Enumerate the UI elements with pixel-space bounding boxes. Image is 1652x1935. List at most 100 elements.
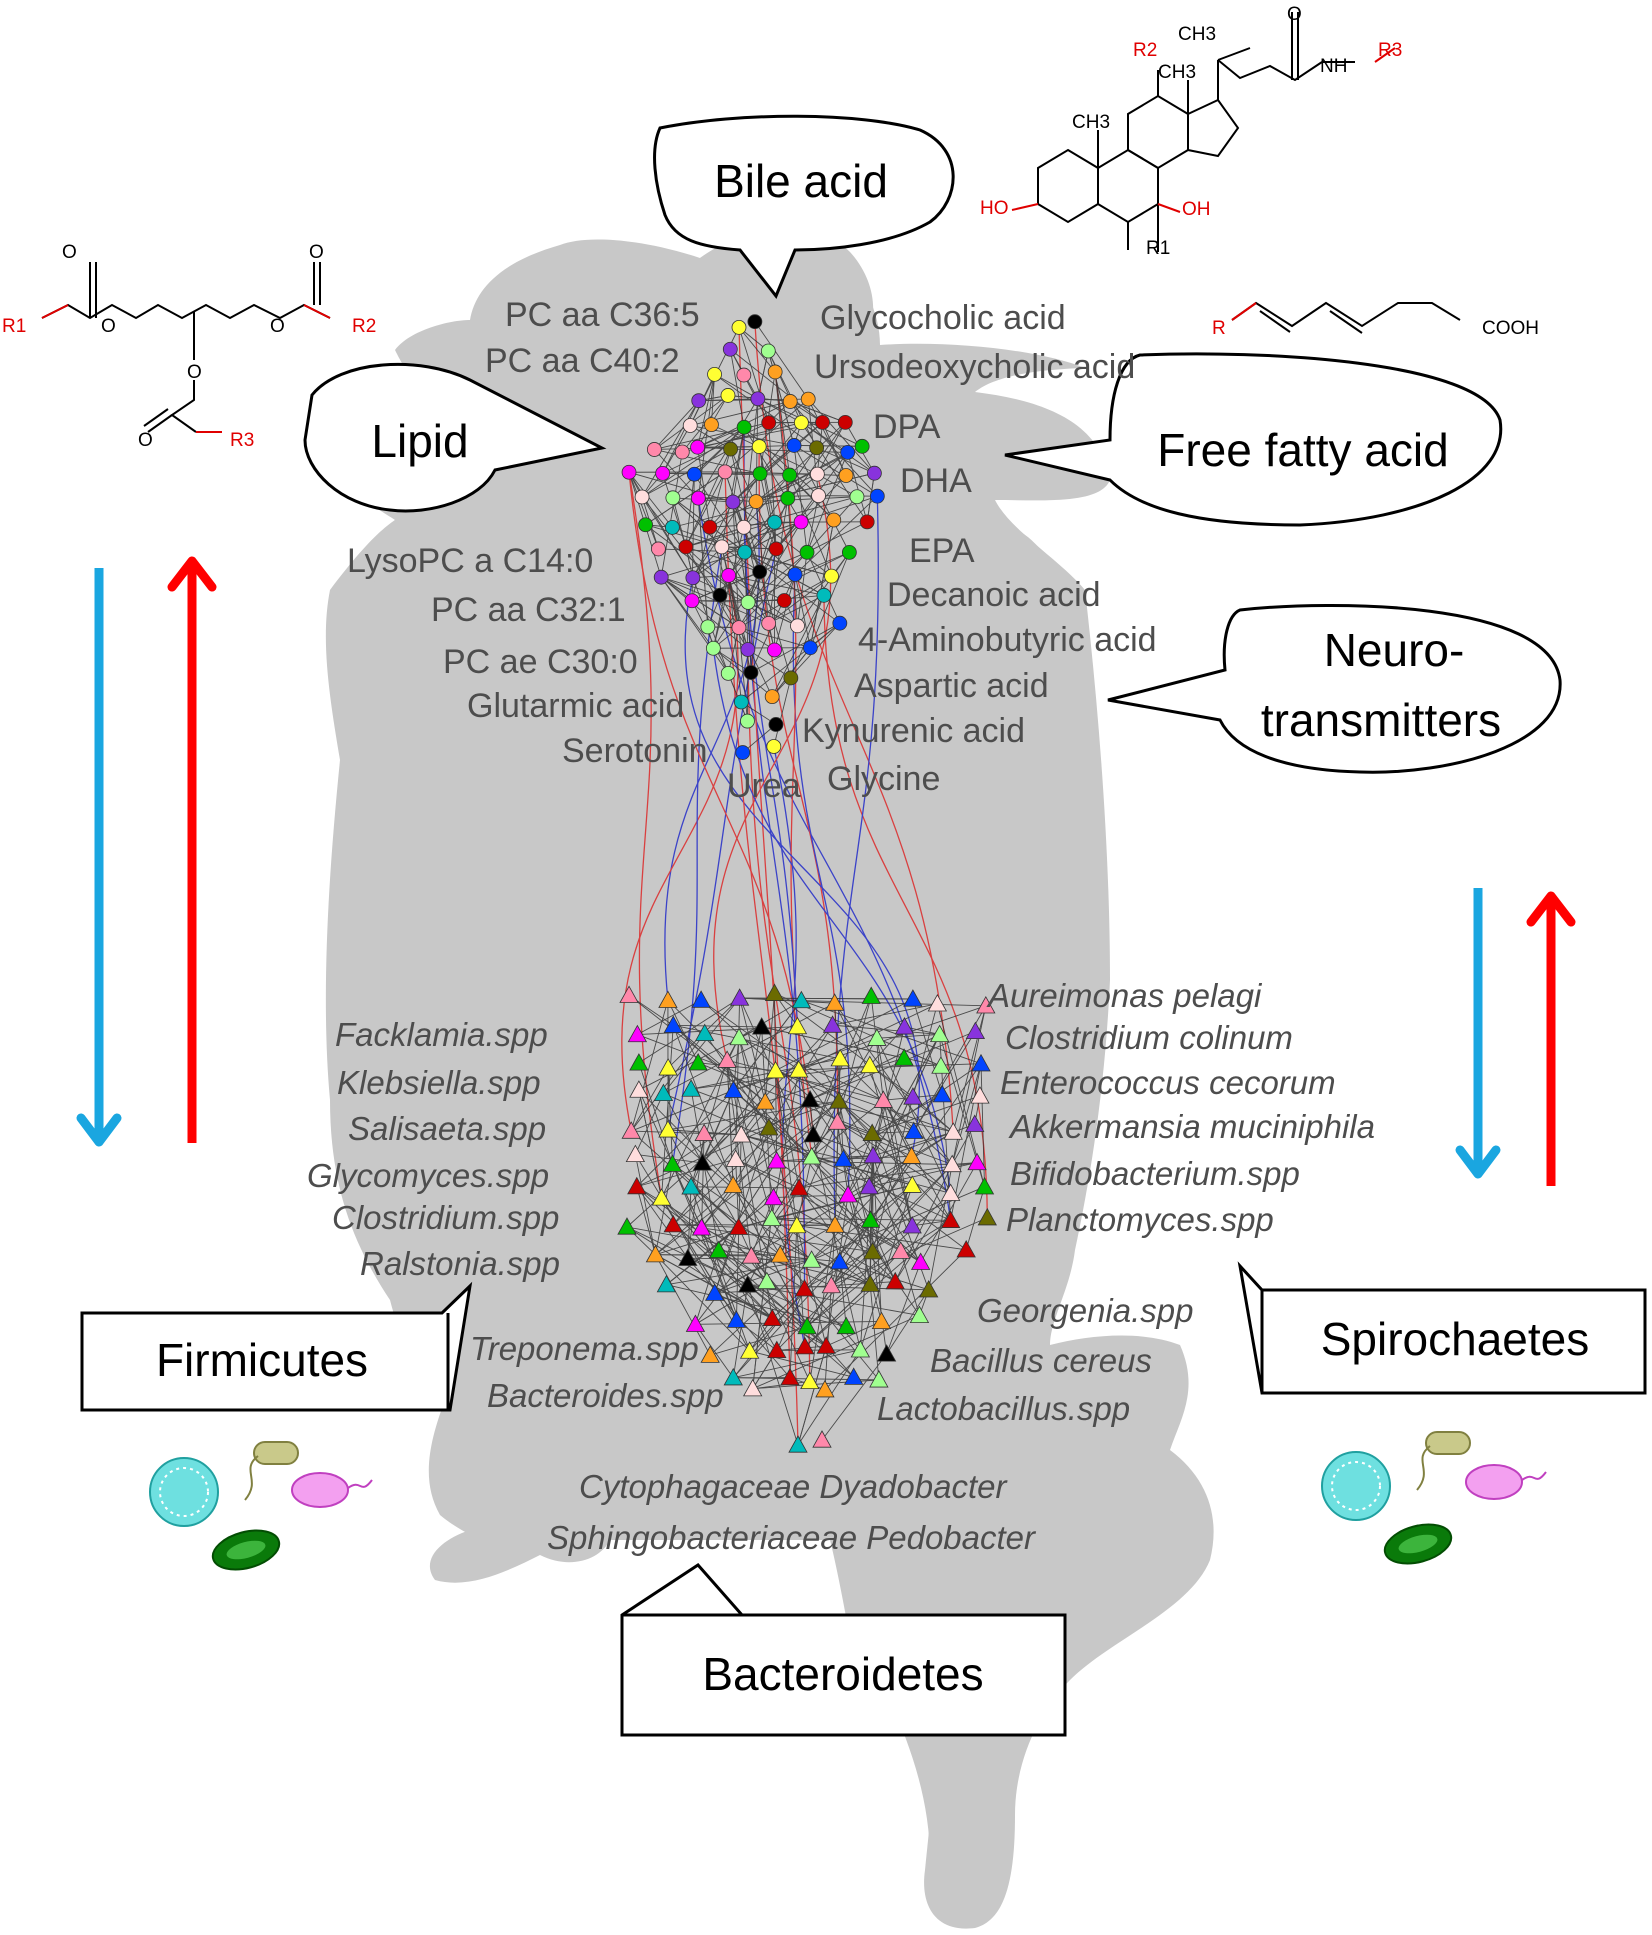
metabolite-node [704, 418, 718, 432]
metabolite-node [765, 690, 779, 704]
tg-o-2: O [309, 242, 324, 263]
metabolite-node [737, 520, 751, 534]
fatty-acid-structure-labels: R COOH [1212, 318, 1539, 339]
spirochaetes-up-arrow [1531, 896, 1571, 1186]
tg-r3: R3 [230, 430, 254, 451]
label-glycomyces: Glycomyces.spp [307, 1157, 549, 1194]
neurotransmitters-label-line1: Neuro- [1324, 624, 1465, 676]
label-clostridium: Clostridium.spp [332, 1199, 559, 1236]
label-bacteroides: Bacteroides.spp [487, 1377, 724, 1414]
label-ursodeoxycholic-acid: Ursodeoxycholic acid [814, 348, 1135, 386]
metabolite-node [736, 746, 750, 760]
metabolite-node [790, 619, 804, 633]
metabolite-node [841, 445, 855, 459]
metabolite-node [726, 495, 740, 509]
label-planctomyces: Planctomyces.spp [1006, 1201, 1274, 1238]
virus-icon [1322, 1452, 1390, 1520]
metabolite-node [753, 565, 767, 579]
metabolite-node [635, 490, 649, 504]
triglyceride-structure [42, 262, 330, 432]
metabolite-node [842, 545, 856, 559]
label-epa: EPA [909, 532, 975, 570]
ba-oh: OH [1182, 199, 1211, 220]
metabolite-node [855, 439, 869, 453]
metabolite-node [801, 392, 815, 406]
firmicutes-down-arrow [81, 568, 117, 1142]
label-glycocholic-acid: Glycocholic acid [820, 299, 1066, 337]
spirochaetes-callout: Spirochaetes [1240, 1266, 1645, 1393]
metabolite-node [870, 489, 884, 503]
microbe-icons-right [1322, 1432, 1546, 1570]
metabolite-node [732, 320, 746, 334]
metabolite-node [748, 315, 762, 329]
label-lysopc-a-c14-0: LysoPC a C14:0 [347, 542, 593, 580]
metabolite-node [737, 420, 751, 434]
metabolite-node [860, 515, 874, 529]
free-fatty-acid-label: Free fatty acid [1157, 424, 1448, 476]
metabolite-node [751, 392, 765, 406]
metabolite-node [753, 467, 767, 481]
fa-r: R [1212, 318, 1226, 339]
metabolite-node [761, 344, 775, 358]
ba-ho: HO [980, 198, 1009, 219]
neurotransmitters-label-line2: transmitters [1261, 694, 1501, 746]
label-dpa: DPA [873, 408, 941, 446]
metabolite-node [741, 595, 755, 609]
metabolite-node [701, 620, 715, 634]
tg-r1: R1 [2, 316, 26, 337]
label-glutarmic-acid: Glutarmic acid [467, 687, 684, 725]
metabolite-node [687, 467, 701, 481]
metabolite-node [867, 466, 881, 480]
metabolite-node [827, 513, 841, 527]
metabolite-node [833, 616, 847, 630]
chloroplast-bacterium-icon [208, 1524, 283, 1576]
metabolite-node [783, 468, 797, 482]
label-bacillus-cereus: Bacillus cereus [930, 1342, 1152, 1379]
label-decanoic-acid: Decanoic acid [887, 576, 1101, 614]
metabolite-node [752, 440, 766, 454]
spirochaetes-down-arrow [1460, 888, 1496, 1174]
tg-o-5: O [187, 362, 202, 383]
ba-r1: R1 [1146, 238, 1170, 259]
label-urea: Urea [727, 767, 801, 805]
metabolite-node [656, 466, 670, 480]
metabolite-node [692, 394, 706, 408]
metabolite-node [715, 540, 729, 554]
metabolite-node [850, 490, 864, 504]
metabolite-node [718, 465, 732, 479]
metabolite-node [647, 442, 661, 456]
metabolite-node [679, 540, 693, 554]
metabolite-node [691, 491, 705, 505]
metabolite-node [781, 491, 795, 505]
neurotransmitters-callout: Neuro- transmitters [1108, 605, 1560, 772]
ba-ch3-top: CH3 [1178, 24, 1216, 45]
ba-nh: NH [1320, 56, 1347, 77]
bile-acid-structure-labels: CH3 CH3 CH3 O NH R3 R2 HO OH R1 [980, 4, 1402, 259]
label-salisaeta: Salisaeta.spp [348, 1110, 546, 1147]
metabolite-node [713, 588, 727, 602]
ba-ch3-left: CH3 [1072, 112, 1110, 133]
metabolite-node [794, 515, 808, 529]
tg-o-1: O [62, 242, 77, 263]
network-edge [819, 496, 878, 497]
label-aspartic-acid: Aspartic acid [854, 667, 1049, 705]
metabolite-node [800, 545, 814, 559]
rod-bacterium-icon [1417, 1432, 1470, 1490]
label-glycine: Glycine [827, 760, 940, 798]
label-enterococcus-cecorum: Enterococcus cecorum [1000, 1064, 1336, 1101]
metabolite-node [740, 714, 754, 728]
metabolite-node [639, 518, 653, 532]
tg-o-4: O [270, 316, 285, 337]
metabolite-node [732, 621, 746, 635]
tg-o-3: O [101, 316, 116, 337]
ba-r2: R2 [1133, 40, 1157, 61]
metabolite-node [838, 415, 852, 429]
label-georgenia: Georgenia.spp [977, 1292, 1193, 1329]
label-akkermansia-muciniphila: Akkermansia muciniphila [1008, 1108, 1375, 1145]
metabolite-node [708, 367, 722, 381]
metabolite-node [734, 695, 748, 709]
chloroplast-bacterium-icon [1380, 1518, 1455, 1570]
label-dha: DHA [900, 462, 972, 500]
